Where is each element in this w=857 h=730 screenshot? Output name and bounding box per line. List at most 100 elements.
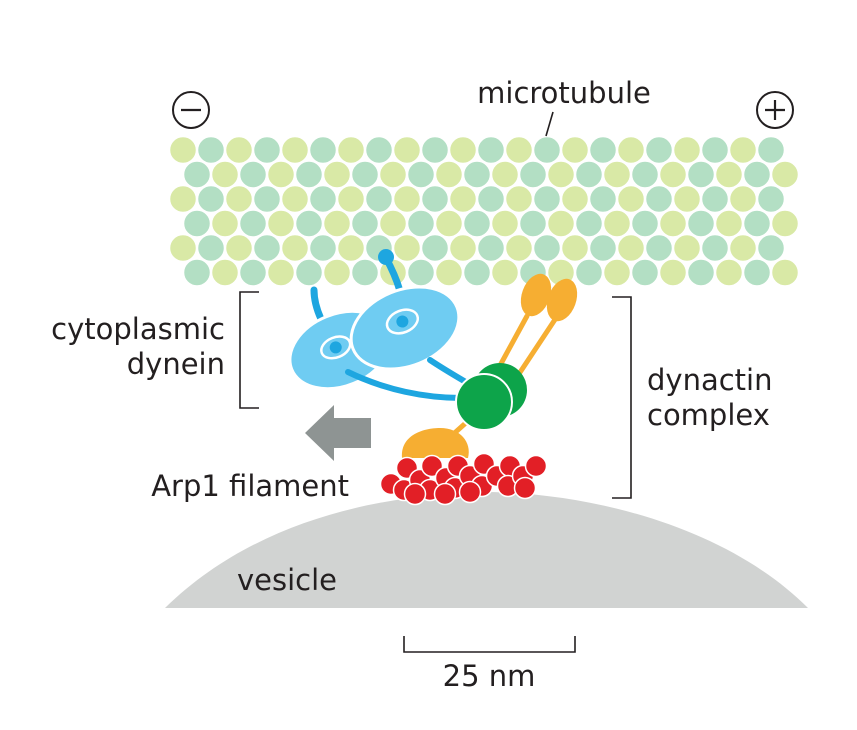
tubulin-subunit [462,160,492,189]
arp1-filament [379,452,548,506]
tubulin-subunit [490,160,520,189]
tubulin-subunit [644,184,674,214]
tubulin-subunit [224,184,254,214]
tubulin-subunit [644,233,674,263]
tubulin-subunit [434,209,464,238]
tubulin-subunit [168,233,198,263]
arp1-subunit [458,480,482,504]
tubulin-subunit [518,160,548,189]
tubulin-subunit [476,184,506,214]
tubulin-subunit [532,233,562,263]
tubulin-subunit [672,184,702,214]
tubulin-subunit [644,135,674,165]
tubulin-subunit [266,209,296,238]
tubulin-subunit [322,258,352,287]
tubulin-subunit [210,209,240,238]
tubulin-subunit [756,184,786,214]
tubulin-subunit [574,160,604,189]
tubulin-subunit [630,258,660,287]
tubulin-subunit [700,135,730,165]
dynactin-tip-right [546,278,578,322]
arp1-subunit [433,482,457,506]
scale-bar [403,636,576,653]
arp1-subunit [513,476,537,500]
tubulin-subunit [756,135,786,165]
tubulin-subunit [630,209,660,238]
tubulin-subunit [406,258,436,287]
tubulin-subunit [686,209,716,238]
tubulin-subunit [518,209,548,238]
tubulin-subunit [742,258,772,287]
tubulin-subunit [238,160,268,189]
tubulin-subunit [714,209,744,238]
tubulin-subunit [462,258,492,287]
tubulin-subunit [630,160,660,189]
tubulin-subunit [266,160,296,189]
microtubule-label: microtubule [477,76,651,110]
tubulin-subunit [168,135,198,165]
tubulin-subunit [182,160,212,189]
tubulin-subunit [294,258,324,287]
minus-end-marker [172,91,210,129]
tubulin-subunit [490,209,520,238]
tubulin-subunit [294,209,324,238]
tubulin-subunit [392,135,422,165]
tubulin-subunit [504,135,534,165]
dynein-head-front [349,285,461,371]
arp1-subunit [524,454,548,478]
dynactin-label-line1: dynactin [647,363,772,397]
tubulin-subunit [280,135,310,165]
tubulin-subunit [434,160,464,189]
dynein-label-line1: cytoplasmic [51,312,225,346]
tubulin-subunit [224,135,254,165]
tubulin-subunit [168,184,198,214]
tubulin-subunit [224,233,254,263]
arp1-subunit [403,482,427,506]
tubulin-subunit [336,135,366,165]
tubulin-subunit [308,135,338,165]
tubulin-subunit [686,160,716,189]
dynein-head-back-hub [329,341,342,354]
dynactin-cap [401,428,469,458]
tubulin-subunit [602,160,632,189]
tubulin-subunit [448,135,478,165]
tubulin-subunit [742,209,772,238]
tubulin-subunit [560,135,590,165]
dynein-head-front-ring [385,308,420,335]
tubulin-subunit [364,184,394,214]
tubulin-subunit [616,184,646,214]
tubulin-subunit [392,184,422,214]
scale-label: 25 nm [443,659,536,693]
vesicle-label: vesicle [237,563,337,597]
tubulin-subunit [476,233,506,263]
tubulin-subunit [294,160,324,189]
tubulin-subunit [672,233,702,263]
tubulin-subunit [714,258,744,287]
tubulin-subunit [602,258,632,287]
dynactin-label-line2: complex [647,398,770,432]
tubulin-subunit [238,209,268,238]
tubulin-subunit [210,258,240,287]
tubulin-subunit [350,160,380,189]
tubulin-subunit [420,135,450,165]
tubulin-subunit [490,258,520,287]
tubulin-subunit [714,160,744,189]
dynein-label-line2: dynein [127,347,225,381]
vesicle-shape [165,492,808,608]
tubulin-subunit [700,233,730,263]
dynactin-tip-left [520,273,552,317]
tubulin-subunit [770,160,800,189]
tubulin-subunit [378,160,408,189]
tubulin-subunit [616,233,646,263]
tubulin-subunit [588,135,618,165]
tubulin-subunit [532,135,562,165]
tubulin-subunit [546,209,576,238]
tubulin-subunit [252,135,282,165]
tubulin-subunit [252,233,282,263]
tubulin-subunit [196,184,226,214]
tubulin-subunit [280,184,310,214]
tubulin-subunit [658,258,688,287]
dynein-stalk-tip [378,249,394,265]
tubulin-subunit [770,209,800,238]
dynein-head-front-shape [349,285,461,371]
